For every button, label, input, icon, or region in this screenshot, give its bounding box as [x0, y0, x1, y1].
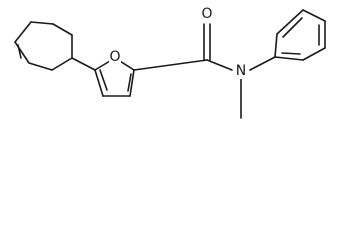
bond-furan-to-carbonyl — [133, 59, 208, 71]
atom-symbol: N — [236, 63, 246, 79]
bond — [14, 41, 30, 64]
bond-nitrogen-to-phenyl — [249, 56, 276, 71]
bond-ring-to-furan — [71, 57, 96, 71]
carbonyl-group — [203, 23, 211, 61]
bond — [28, 62, 53, 71]
double-bond-inner — [17, 44, 22, 59]
atom-symbol: O — [109, 49, 120, 65]
bond — [52, 23, 73, 36]
double-bond-inner — [99, 69, 108, 91]
phenyl-ring — [274, 9, 326, 61]
bond — [276, 9, 304, 35]
bond — [274, 56, 304, 61]
double-bond-inner — [127, 73, 132, 92]
bond — [14, 21, 32, 43]
carbonyl-oxygen-label: O — [201, 6, 213, 22]
bond — [302, 9, 326, 22]
atom-symbol: O — [201, 6, 212, 22]
bond — [129, 69, 135, 97]
bond — [51, 57, 73, 71]
bond — [302, 47, 326, 61]
bond-carbonyl-to-nitrogen — [206, 59, 233, 71]
molecule-diagram: O O N — [14, 6, 326, 119]
double-bond-inner — [282, 17, 303, 38]
bond — [94, 69, 104, 97]
double-bond-inner — [281, 52, 301, 55]
furan-oxygen-label: O — [109, 49, 121, 65]
cyclohexene-ring — [14, 21, 73, 71]
molecule-svg: O O N — [14, 6, 326, 119]
amide-nitrogen-label: N — [234, 63, 248, 79]
bond — [274, 33, 278, 58]
bond — [30, 21, 54, 25]
